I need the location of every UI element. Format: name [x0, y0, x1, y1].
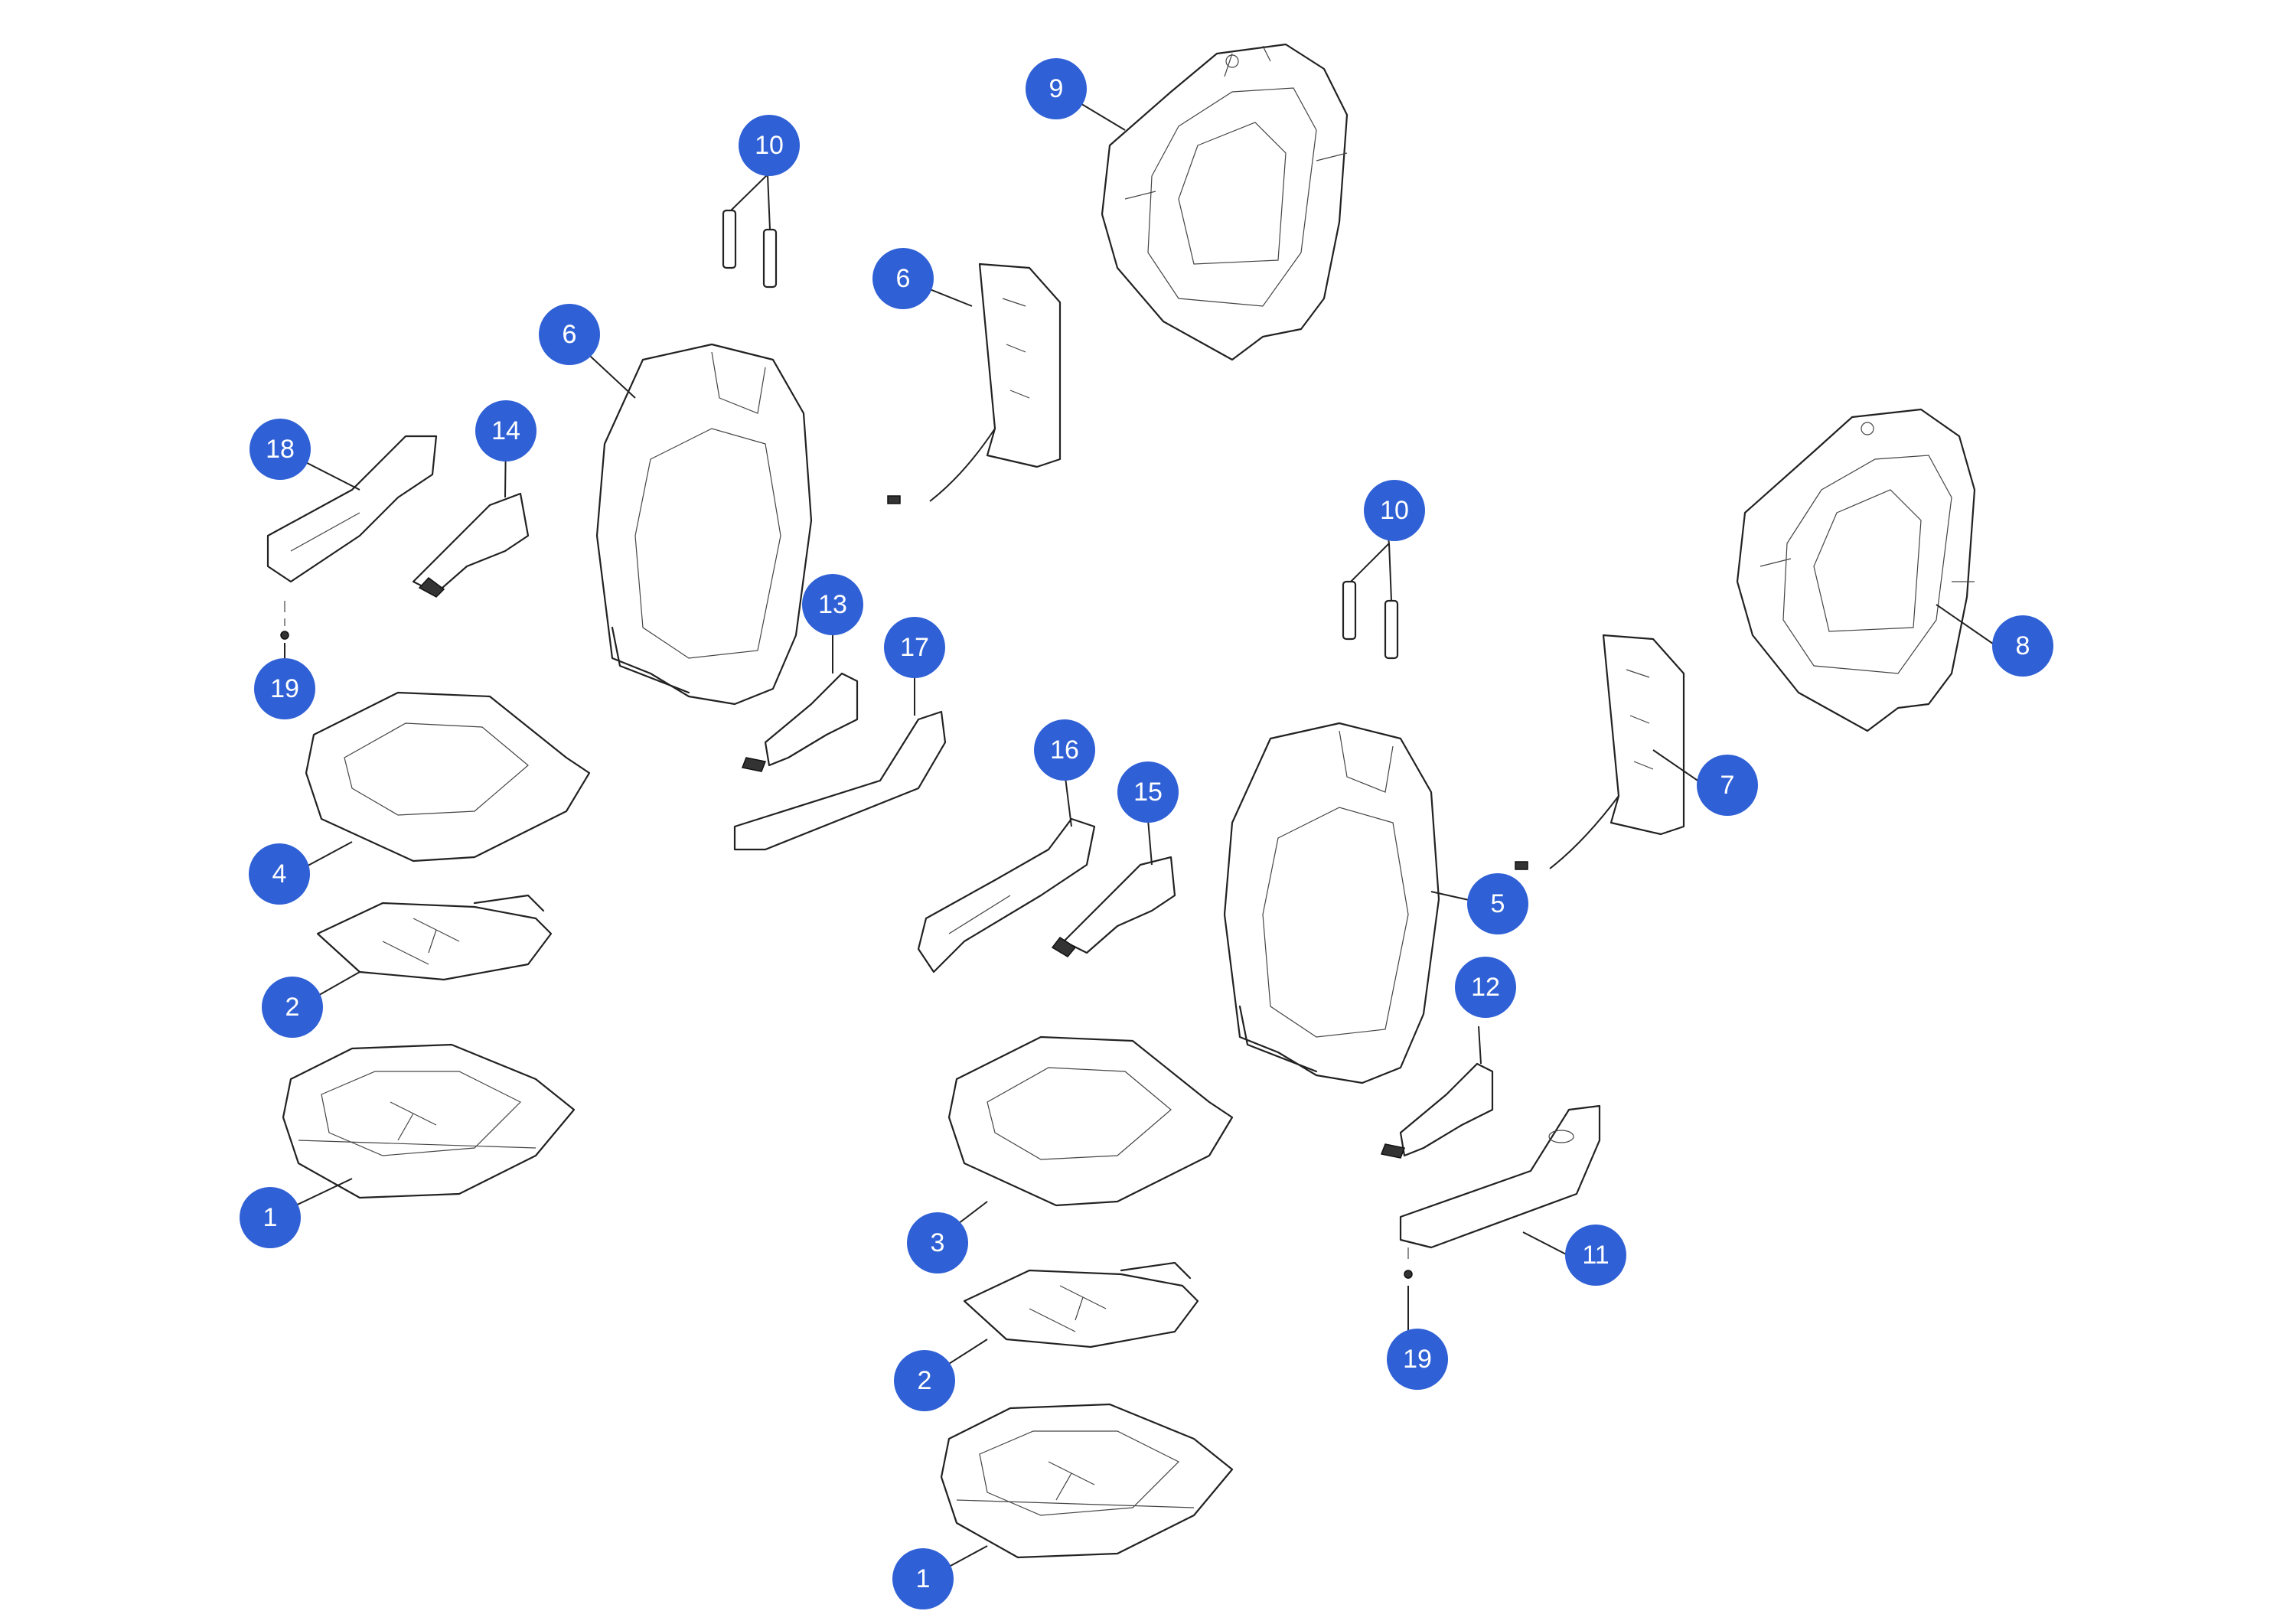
part-7-back-panel-upper	[887, 263, 1062, 504]
callout-label: 17	[900, 633, 929, 662]
callout-2-center: 2	[894, 1350, 955, 1411]
leader-lines	[271, 88, 2001, 1582]
callout-15: 15	[1117, 761, 1179, 823]
callout-8: 8	[1992, 615, 2053, 677]
callout-9: 9	[1026, 58, 1087, 119]
callout-13: 13	[802, 574, 863, 635]
callout-17: 17	[884, 617, 945, 678]
callout-4: 4	[249, 843, 310, 905]
part-16-side-trim	[917, 817, 1096, 973]
part-8-backrest-frame	[1736, 408, 1976, 732]
part-13-recliner-mechanism	[741, 672, 859, 772]
part-11-side-trim	[1399, 1104, 1601, 1249]
callout-label: 18	[266, 435, 295, 464]
part-15-recliner-mechanism	[1051, 856, 1176, 957]
callout-1-center: 1	[892, 1548, 954, 1609]
callout-label: 19	[270, 674, 299, 703]
callout-label: 16	[1050, 735, 1079, 765]
callout-label: 10	[1380, 496, 1409, 525]
part-10-headrest-guides-upper	[722, 174, 778, 289]
callout-14: 14	[475, 400, 536, 461]
callout-label: 9	[1049, 74, 1064, 103]
callout-label: 6	[896, 264, 911, 293]
callout-10-upper: 10	[739, 115, 800, 176]
callout-12: 12	[1455, 957, 1516, 1018]
part-17-side-trim	[733, 710, 947, 851]
callout-3: 3	[907, 1212, 968, 1273]
part-10-headrest-guides-lower	[1342, 543, 1399, 660]
part-2-seat-pan-left	[316, 894, 553, 981]
callout-18: 18	[249, 419, 311, 480]
callout-label: 11	[1582, 1241, 1609, 1270]
callout-19-left: 19	[254, 658, 315, 719]
part-4-cushion-cover	[305, 691, 591, 863]
callout-label: 6	[563, 320, 577, 349]
part-6-backrest-cover	[595, 343, 813, 706]
part-3-cushion-cover	[947, 1035, 1234, 1207]
callout-label: 4	[272, 859, 287, 889]
part-7-back-panel-lower	[1515, 634, 1685, 870]
callout-6: 66	[539, 304, 600, 365]
callout-label: 14	[491, 416, 520, 445]
part-18-side-trim	[266, 435, 438, 583]
callout-label: 15	[1133, 778, 1163, 807]
part-12-recliner-mechanism	[1380, 1062, 1494, 1159]
callout-5: 5	[1467, 873, 1528, 934]
callout-1-left: 1	[240, 1187, 301, 1248]
callout-7-upper: 6	[872, 248, 934, 309]
callout-label: 8	[2016, 631, 2030, 660]
part-2-seat-pan-center	[963, 1261, 1199, 1348]
part-1-cushion-frame-center	[940, 1403, 1234, 1559]
part-19-screw-right	[1404, 1247, 1413, 1279]
callout-label: 5	[1491, 889, 1505, 918]
callout-2-left: 2	[262, 977, 323, 1038]
callout-11: 11	[1565, 1225, 1626, 1286]
callout-label: 19	[1403, 1345, 1432, 1374]
part-14-recliner-mechanism	[412, 492, 530, 598]
callout-7-lower: 7	[1697, 755, 1758, 816]
callout-label: 2	[285, 993, 300, 1022]
callout-label: 10	[755, 131, 784, 160]
part-5-backrest-cover	[1223, 722, 1440, 1084]
callout-10-lower: 10	[1364, 480, 1425, 541]
part-9-backrest-frame	[1101, 43, 1349, 361]
callout-label: 7	[1720, 771, 1735, 800]
callout-label: 6	[563, 320, 577, 349]
callout-label: 2	[918, 1366, 932, 1395]
part-1-cushion-frame-left	[282, 1043, 576, 1199]
callout-16: 16	[1034, 719, 1095, 781]
callout-19-right: 19	[1387, 1329, 1448, 1390]
callout-label: 3	[931, 1228, 945, 1257]
callout-label: 13	[818, 590, 847, 619]
part-19-screw-left	[280, 601, 289, 640]
callout-label: 12	[1471, 973, 1500, 1002]
callout-label: 1	[263, 1203, 278, 1232]
callout-label: 1	[916, 1564, 931, 1593]
